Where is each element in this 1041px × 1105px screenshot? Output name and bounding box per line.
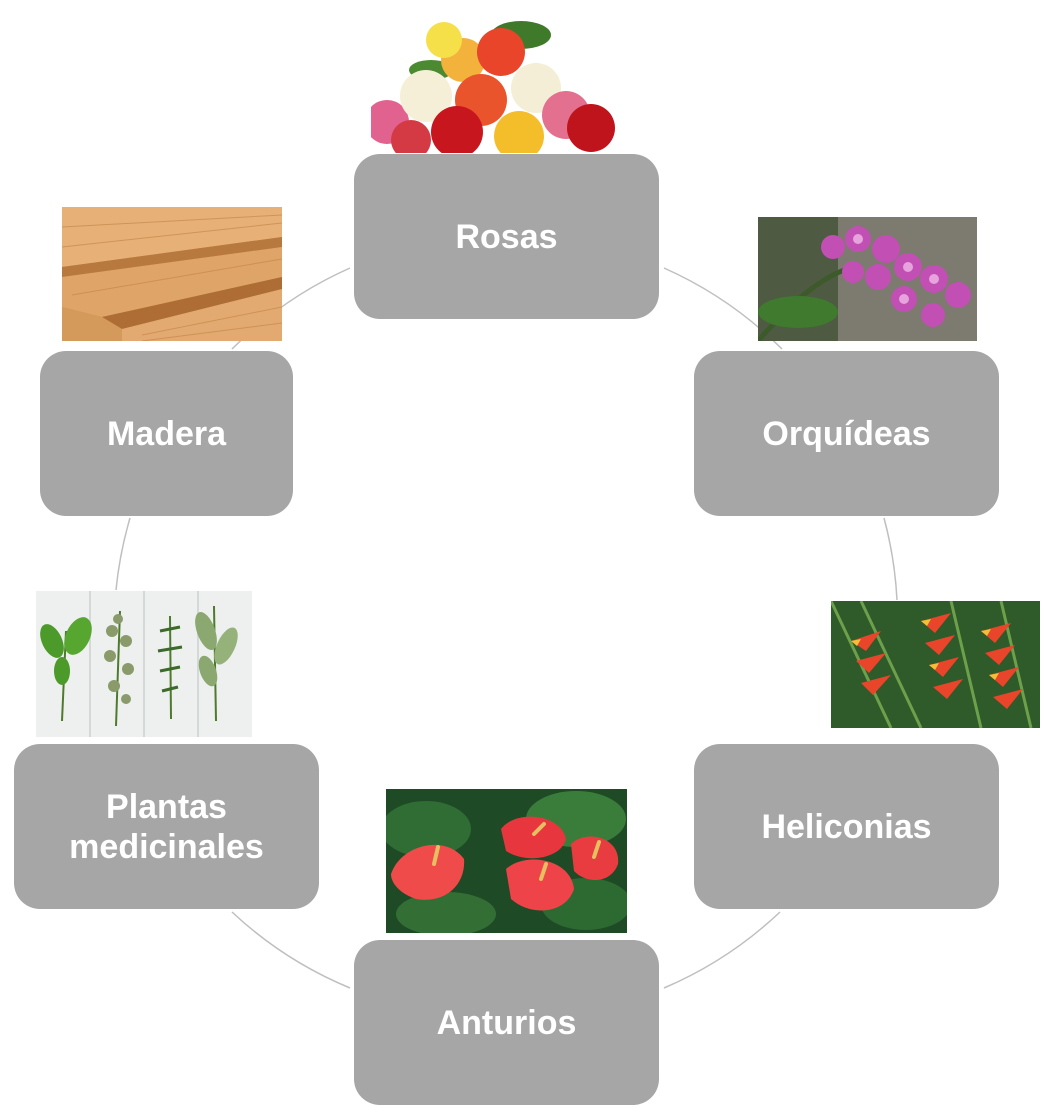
connector-anturios-plantas [232, 912, 350, 988]
heliconias-image [831, 601, 1040, 728]
roses-bouquet-image [371, 10, 617, 153]
connector-plantas-madera [116, 518, 130, 590]
wood-planks-image [62, 207, 282, 341]
anthuriums-image [386, 789, 627, 933]
medicinal-herbs-image [36, 591, 252, 737]
node-madera: Madera [40, 351, 293, 516]
connector-orquideas-heliconias [884, 518, 897, 600]
node-rosas: Rosas [354, 154, 659, 319]
node-plantas-medicinales: Plantas medicinales [14, 744, 319, 909]
connector-heliconias-anturios [664, 912, 780, 988]
node-anturios: Anturios [354, 940, 659, 1105]
node-heliconias: Heliconias [694, 744, 999, 909]
orchids-image [758, 217, 977, 341]
node-orquideas: Orquídeas [694, 351, 999, 516]
